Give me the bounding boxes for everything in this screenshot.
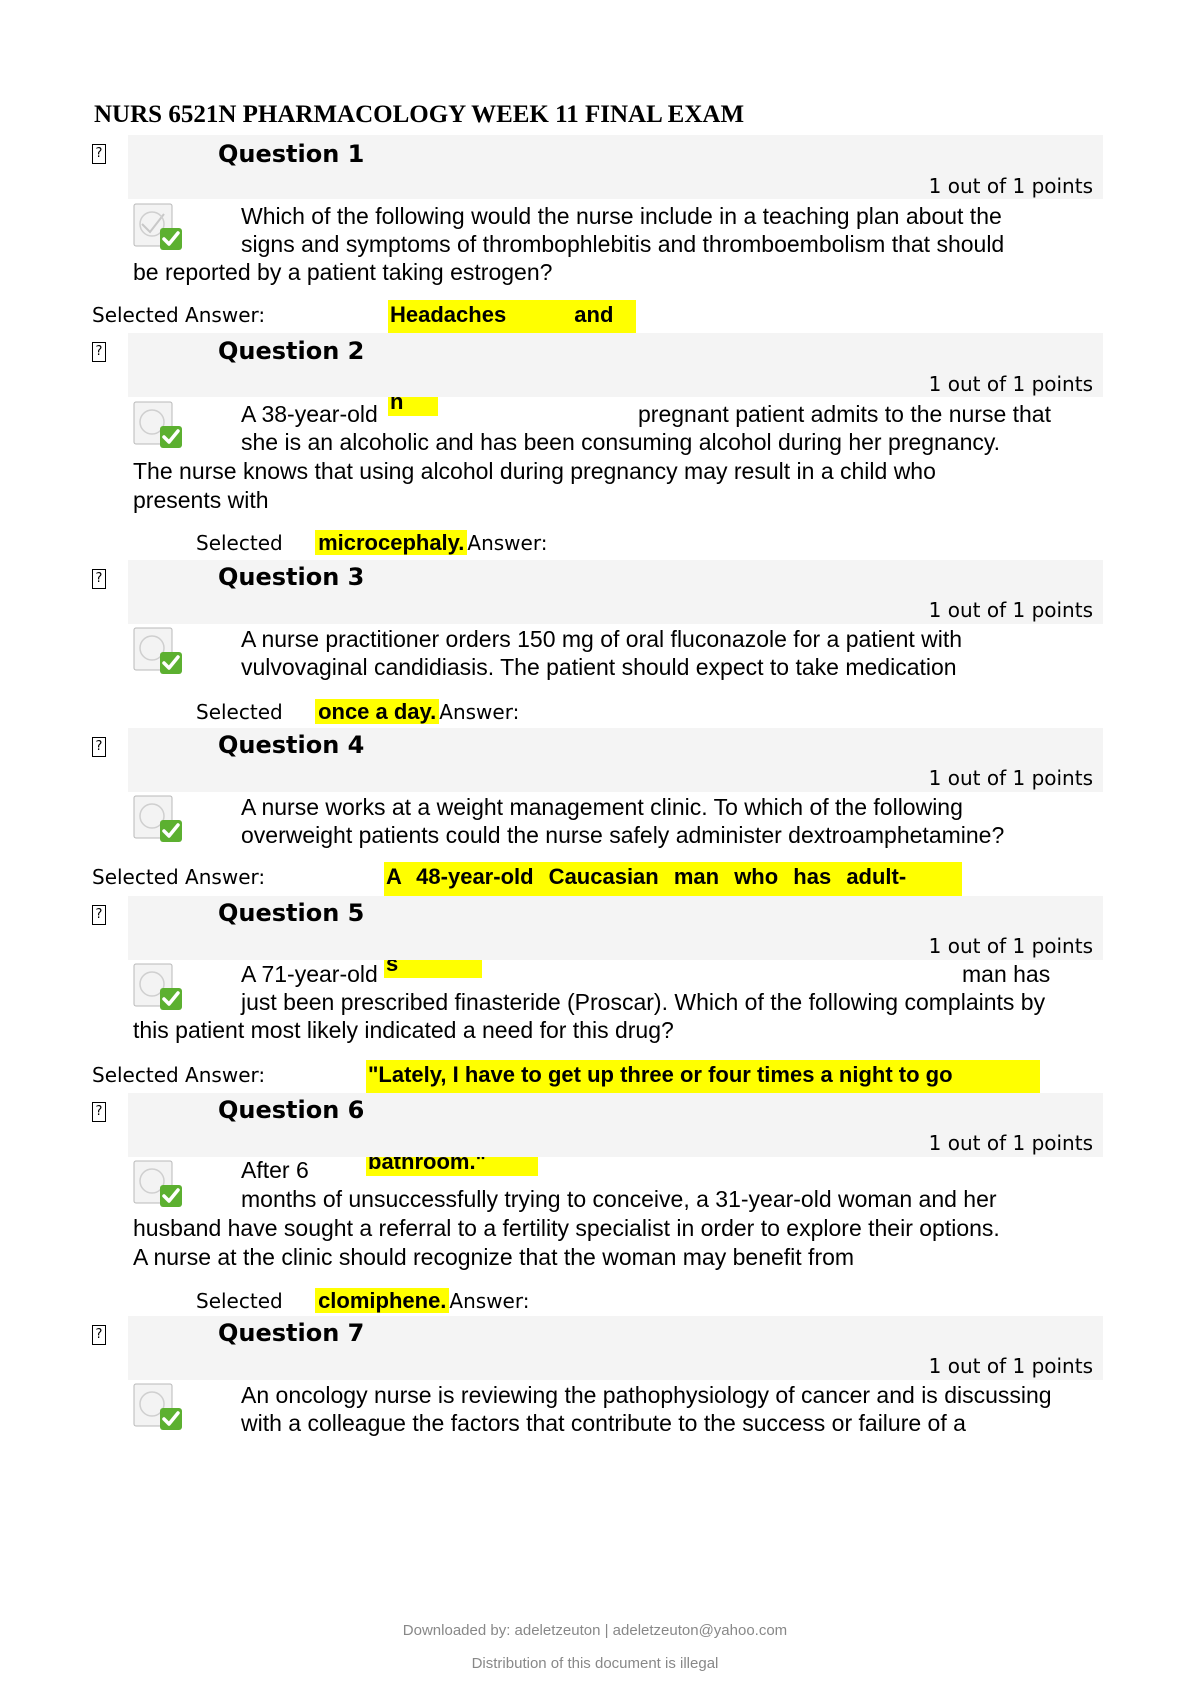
question-6-answer: clomiphene. — [315, 1288, 450, 1313]
question-4-text-line: overweight patients could the nurse safe… — [241, 822, 1005, 848]
question-6-label: Question 6 — [218, 1096, 365, 1124]
question-5-label: Question 5 — [218, 899, 365, 927]
question-5-text-line: man has — [962, 961, 1051, 987]
selected-word: Selected — [196, 531, 283, 555]
question-7-text-line: An oncology nurse is reviewing the patho… — [241, 1382, 1052, 1408]
question-2-text-line: pregnant patient admits to the nurse tha… — [638, 401, 1051, 427]
question-3-points: 1 out of 1 points — [928, 598, 1093, 622]
question-3-text-line: A nurse practitioner orders 150 mg of or… — [241, 626, 963, 652]
footer-distribution: Distribution of this document is illegal — [471, 1655, 719, 1672]
correct-check-icon — [133, 795, 182, 842]
question-4-label: Question 4 — [218, 731, 365, 759]
question-2-selected-label: Selected microcephaly.Answer: — [196, 530, 547, 556]
selected-word: Selected — [196, 700, 283, 724]
question-2-text-line: A 38-year-old — [241, 401, 378, 427]
question-5-header-bar — [128, 896, 1103, 960]
correct-check-icon — [133, 1160, 182, 1207]
question-5-points: 1 out of 1 points — [928, 934, 1093, 958]
question-7-header-bar — [128, 1316, 1103, 1380]
question-7-points: 1 out of 1 points — [928, 1354, 1093, 1378]
question-7-text-line: with a colleague the factors that contri… — [241, 1410, 966, 1436]
question-1-text-line: Which of the following would the nurse i… — [241, 203, 1002, 229]
question-7-label: Question 7 — [218, 1319, 365, 1347]
question-1-marker: ? — [92, 144, 106, 164]
question-2-text-line: presents with — [133, 487, 269, 513]
question-4-answer-line: A 48-year-old Caucasian man who has adul… — [386, 864, 907, 889]
question-6-selected-label: Selected clomiphene.Answer: — [196, 1288, 529, 1314]
question-6-text-line: months of unsuccessfully trying to conce… — [241, 1186, 997, 1212]
question-1-answer-text: Headaches and — [390, 302, 614, 327]
question-6-points: 1 out of 1 points — [928, 1131, 1093, 1155]
question-5-text-line: A 71-year-old — [241, 961, 378, 987]
question-5-text-line: this patient most likely indicated a nee… — [133, 1017, 674, 1043]
question-4-points: 1 out of 1 points — [928, 766, 1093, 790]
question-4-text-line: A nurse works at a weight management cli… — [241, 794, 963, 820]
question-2-answer: microcephaly. — [315, 530, 468, 555]
question-6-text-line: A nurse at the clinic should recognize t… — [133, 1244, 855, 1270]
question-5-marker: ? — [92, 905, 106, 925]
question-1-label: Question 1 — [218, 140, 365, 168]
question-3-selected-label: Selected once a day.Answer: — [196, 699, 519, 725]
question-6-header-bar — [128, 1093, 1103, 1157]
answer-word: Answer: — [439, 700, 520, 724]
question-4-marker: ? — [92, 737, 106, 757]
question-3-header-bar — [128, 560, 1103, 624]
question-5-selected-answer-label: Selected Answer: — [92, 1063, 266, 1087]
question-1-text-line: signs and symptoms of thrombophlebitis a… — [241, 231, 1005, 257]
question-1-selected-answer-label: Selected Answer: — [92, 303, 266, 327]
question-5-text-line: just been prescribed finasteride (Prosca… — [241, 989, 1046, 1015]
correct-check-icon — [133, 1383, 182, 1430]
question-3-label: Question 3 — [218, 563, 365, 591]
question-1-answer-line: Headaches and — [388, 300, 636, 329]
question-5-answer-line: "Lately, I have to get up three or four … — [368, 1062, 953, 1087]
question-1-points: 1 out of 1 points — [928, 174, 1093, 198]
question-6-text-line: husband have sought a referral to a fert… — [133, 1215, 1000, 1241]
question-3-marker: ? — [92, 569, 106, 589]
selected-word: Selected — [196, 1289, 283, 1313]
question-3-text-line: vulvovaginal candidiasis. The patient sh… — [241, 654, 957, 680]
correct-check-icon — [133, 627, 182, 674]
correct-check-icon — [133, 203, 182, 250]
question-2-text-line: she is an alcoholic and has been consumi… — [241, 429, 1001, 455]
answer-word: Answer: — [449, 1289, 530, 1313]
correct-check-icon — [133, 963, 182, 1010]
question-3-answer: once a day. — [315, 699, 440, 724]
question-2-points: 1 out of 1 points — [928, 372, 1093, 396]
answer-word: Answer: — [467, 531, 548, 555]
correct-check-icon — [133, 401, 182, 448]
question-7-marker: ? — [92, 1325, 106, 1345]
question-1-text-line: be reported by a patient taking estrogen… — [133, 259, 553, 285]
question-6-marker: ? — [92, 1102, 106, 1122]
question-2-header-bar — [128, 333, 1103, 397]
question-2-label: Question 2 — [218, 337, 365, 365]
footer-downloaded: Downloaded by: adeletzeuton | adeletzeut… — [402, 1622, 788, 1639]
question-2-text-line: The nurse knows that using alcohol durin… — [133, 458, 936, 484]
question-6-text-line: After 6 — [241, 1157, 309, 1183]
question-4-selected-answer-label: Selected Answer: — [92, 865, 266, 889]
question-2-marker: ? — [92, 342, 106, 362]
page-title: NURS 6521N PHARMACOLOGY WEEK 11 FINAL EX… — [94, 101, 745, 128]
question-1-header-bar — [128, 135, 1103, 199]
question-4-header-bar — [128, 728, 1103, 792]
